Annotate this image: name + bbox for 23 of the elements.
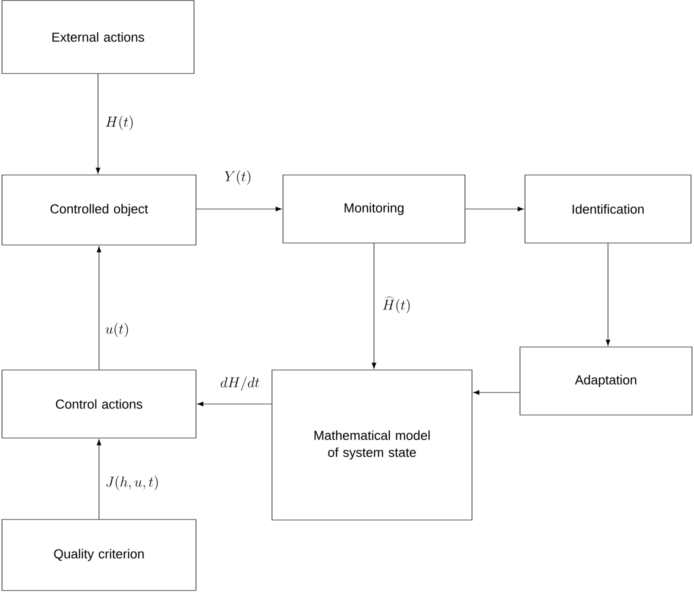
arrow: [196, 206, 282, 212]
edge-label: $H(t)$: [104, 114, 136, 132]
process-box: Quality criterion: [2, 519, 196, 591]
process-box: Monitoring: [282, 174, 466, 244]
edge-label: $Y(t)$: [223, 169, 253, 186]
arrow: [465, 206, 524, 212]
arrow: [96, 74, 100, 174]
arrow: [606, 243, 610, 346]
edge-label: $J(h,u,t)$: [104, 474, 160, 492]
edge-label: $u(t)$: [104, 322, 130, 338]
arrow: [197, 402, 272, 406]
edge-label: $dH/dt$: [219, 375, 261, 392]
arrow: [96, 246, 102, 370]
edge-label: $\widehat{H}(t)$: [381, 296, 412, 314]
arrow: [96, 439, 102, 520]
process-box: Controlled object: [2, 174, 196, 246]
arrow: [473, 390, 520, 395]
process-box: Adaptation: [520, 346, 692, 416]
arrow: [372, 243, 376, 369]
process-box: Identification: [524, 174, 692, 244]
process-box: Mathematical model of system state: [272, 370, 472, 520]
process-box: Control actions: [2, 370, 196, 438]
process-box: External actions: [2, 0, 194, 74]
